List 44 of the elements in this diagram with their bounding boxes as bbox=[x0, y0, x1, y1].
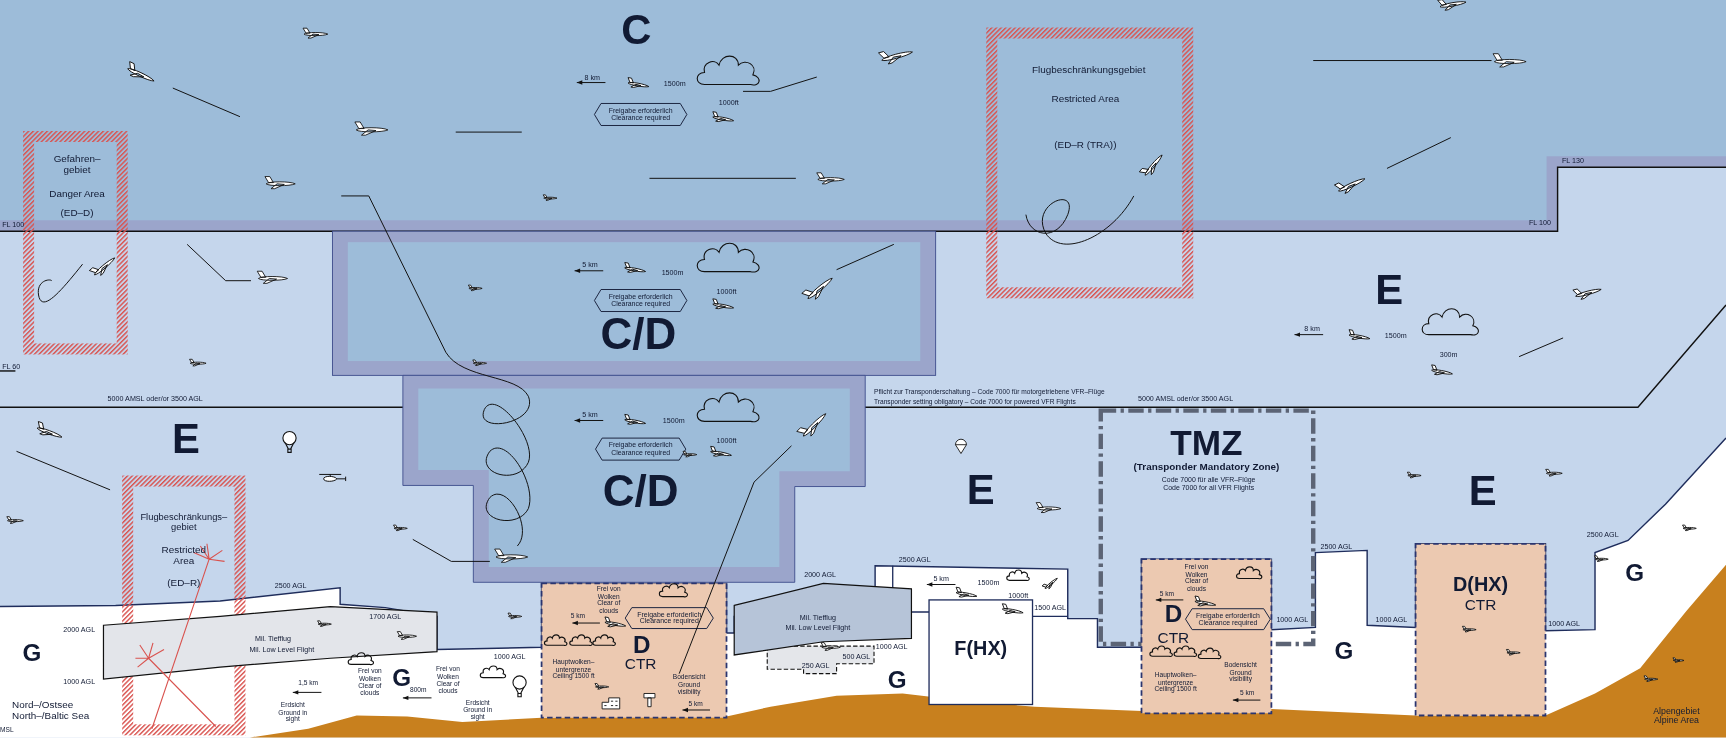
airspace-class-letter: G bbox=[22, 640, 42, 668]
airspace-class-letter: E bbox=[966, 467, 995, 514]
clearance-hexagon bbox=[594, 289, 687, 312]
airspace-class-letter: G bbox=[1334, 638, 1354, 665]
zone-subtitle: (Transponder Mandatory Zone) bbox=[1133, 462, 1280, 474]
restricted-area-box bbox=[122, 475, 246, 736]
airspace-box bbox=[332, 231, 936, 376]
airspace-class-letter: E bbox=[1375, 267, 1404, 314]
clearance-hexagon bbox=[594, 103, 687, 126]
airspace-class-letter: C/D bbox=[600, 309, 677, 358]
low-flight-band bbox=[734, 581, 912, 657]
airspace-class-letter: C bbox=[621, 7, 652, 54]
clearance-hexagon bbox=[1185, 608, 1271, 630]
region-label: Alpengebiet Alpine Area bbox=[1652, 706, 1701, 727]
region-label: Nord–/Ostsee North–/Baltic Sea bbox=[12, 700, 91, 722]
clearance-hexagon bbox=[625, 607, 714, 629]
control-zone-box bbox=[1141, 559, 1272, 714]
control-zone-box bbox=[1415, 543, 1546, 716]
zone-type-label: CTR bbox=[1157, 630, 1190, 647]
area-code: (ED–D) bbox=[60, 208, 94, 219]
area-title: Flugbeschränkungs–gebiet bbox=[139, 512, 229, 534]
airspace-box bbox=[402, 375, 866, 583]
airspace-class-letter: G bbox=[1625, 560, 1645, 587]
airspace-class-letter: C/D bbox=[602, 466, 679, 516]
area-code: (ED–R (TRA)) bbox=[1054, 139, 1117, 151]
clearance-hexagon bbox=[595, 438, 686, 461]
area-title: Gefahren–gebiet bbox=[52, 154, 102, 176]
airspace-class-letter: E bbox=[1468, 469, 1497, 516]
area-title: Restricted Area bbox=[160, 545, 208, 567]
airspace-class-letter: D bbox=[1164, 600, 1183, 628]
area-title: Flugbeschränkungsgebiet bbox=[1031, 65, 1146, 76]
area-title: Restricted Area bbox=[1051, 94, 1120, 106]
airspace-class-letter: E bbox=[172, 416, 200, 463]
airspace-class-letter: G bbox=[887, 666, 907, 694]
zone-type-label: CTR bbox=[1464, 596, 1497, 614]
zone-title: TMZ bbox=[1170, 424, 1243, 463]
airspace-class-letter: F(HX) bbox=[954, 638, 1008, 661]
airspace-class-letter: D(HX) bbox=[1453, 574, 1509, 597]
area-code: (ED–R) bbox=[167, 577, 201, 589]
restricted-area-box bbox=[986, 27, 1194, 299]
area-title: Danger Area bbox=[49, 189, 105, 201]
airspace-box bbox=[929, 599, 1033, 705]
danger-area-box bbox=[23, 131, 128, 355]
control-zone-box bbox=[541, 583, 727, 718]
